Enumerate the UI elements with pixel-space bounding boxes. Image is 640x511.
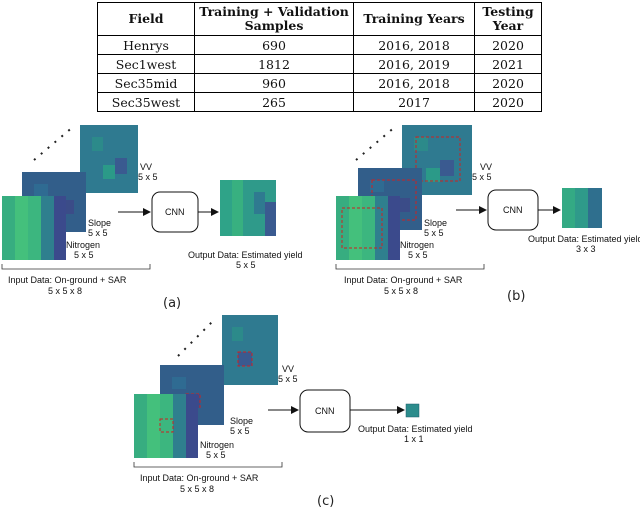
cell: 2016, 2018	[353, 73, 475, 93]
nitrogen-label: Nitrogen	[200, 440, 234, 450]
panel-b: VV 5 x 5 Slope 5 x 5 Nitrogen 5 x 5 Inpu…	[335, 125, 640, 296]
input-brace	[335, 264, 485, 270]
nitrogen-size: 5 x 5	[206, 450, 226, 460]
input-size: 5 x 5 x 8	[384, 286, 418, 296]
header-testing-year: Testing Year	[474, 2, 542, 36]
cell: 265	[194, 92, 354, 112]
vv-size: 5 x 5	[138, 172, 158, 182]
table-row: Henrys 690 2016, 2018 2020	[97, 35, 542, 55]
output-size: 1 x 1	[404, 434, 424, 444]
cell: Sec1west	[97, 54, 195, 74]
data-table: Field Training + Validation Samples Trai…	[97, 2, 542, 112]
cell: Sec35west	[97, 92, 195, 112]
table-row: Sec35west 265 2017 2020	[97, 92, 542, 112]
stack-dots	[177, 317, 217, 357]
cell: 2020	[474, 92, 542, 112]
cell: 2016, 2018	[353, 35, 475, 55]
output-size: 3 x 3	[576, 244, 596, 254]
output-size: 5 x 5	[236, 260, 256, 270]
output-grid	[220, 180, 276, 236]
output-grid	[405, 403, 420, 418]
output-grid	[562, 188, 602, 228]
cell: 2020	[474, 73, 542, 93]
vv-layer	[80, 125, 138, 193]
vv-label: VV	[140, 162, 152, 172]
nitrogen-size: 5 x 5	[74, 250, 94, 260]
input-brace	[133, 462, 283, 468]
crop-box	[237, 351, 253, 367]
cell: 690	[194, 35, 354, 55]
vv-size: 5 x 5	[278, 374, 298, 384]
cnn-label: CNN	[165, 207, 185, 217]
nitrogen-layer	[134, 394, 198, 458]
panel-c: VV 5 x 5 Slope 5 x 5 Nitrogen 5 x 5 Inpu…	[133, 315, 473, 494]
output-label: Output Data: Estimated yield	[358, 424, 473, 434]
table-row: Sec1west 1812 2016, 2019 2021	[97, 54, 542, 74]
panel-label-b: (b)	[507, 289, 526, 304]
nitrogen-label: Nitrogen	[400, 240, 434, 250]
cnn-label: CNN	[315, 406, 335, 416]
cell: 2017	[353, 92, 475, 112]
crop-box	[415, 136, 461, 182]
cell: Sec35mid	[97, 73, 195, 93]
cell: 1812	[194, 54, 354, 74]
nitrogen-layer	[2, 196, 66, 260]
nitrogen-size: 5 x 5	[408, 250, 428, 260]
cell: 2021	[474, 54, 542, 74]
input-label: Input Data: On-ground + SAR	[344, 275, 463, 285]
vv-label: VV	[480, 162, 492, 172]
cnn-box	[299, 389, 351, 433]
panel-label-a: (a)	[163, 296, 182, 311]
input-label: Input Data: On-ground + SAR	[140, 473, 259, 483]
input-label: Input Data: On-ground + SAR	[8, 275, 127, 285]
cell: 960	[194, 73, 354, 93]
header-samples: Training + Validation Samples	[194, 2, 354, 36]
slope-size: 5 x 5	[424, 228, 444, 238]
slope-label: Slope	[230, 416, 253, 426]
output-label: Output Data: Estimated yield	[188, 250, 303, 260]
slope-label: Slope	[88, 218, 111, 228]
nitrogen-label: Nitrogen	[66, 240, 100, 250]
vv-label: VV	[282, 364, 294, 374]
panel-label-c: (c)	[317, 494, 335, 509]
cell: Henrys	[97, 35, 195, 55]
cnn-label: CNN	[503, 205, 523, 215]
input-size: 5 x 5 x 8	[180, 484, 214, 494]
input-size: 5 x 5 x 8	[48, 286, 82, 296]
panel-a: VV 5 x 5 Slope 5 x 5 Nitrogen 5 x 5 Inpu…	[1, 125, 303, 296]
table-row: Sec35mid 960 2016, 2018 2020	[97, 73, 542, 93]
slope-size: 5 x 5	[88, 228, 108, 238]
header-field: Field	[97, 2, 195, 36]
crop-box	[159, 418, 174, 433]
nitrogen-layer	[336, 196, 400, 260]
cell: 2016, 2019	[353, 54, 475, 74]
cell: 2020	[474, 35, 542, 55]
output-label: Output Data: Estimated yield	[528, 234, 640, 244]
slope-label: Slope	[424, 218, 447, 228]
vv-size: 5 x 5	[472, 172, 492, 182]
input-brace	[1, 264, 151, 270]
stack-dots	[33, 125, 75, 161]
vv-layer	[222, 315, 278, 385]
table-header-row: Field Training + Validation Samples Trai…	[97, 2, 542, 36]
crop-box	[341, 207, 383, 249]
stack-dots	[355, 125, 397, 161]
header-training-years: Training Years	[353, 2, 475, 36]
slope-size: 5 x 5	[230, 426, 250, 436]
